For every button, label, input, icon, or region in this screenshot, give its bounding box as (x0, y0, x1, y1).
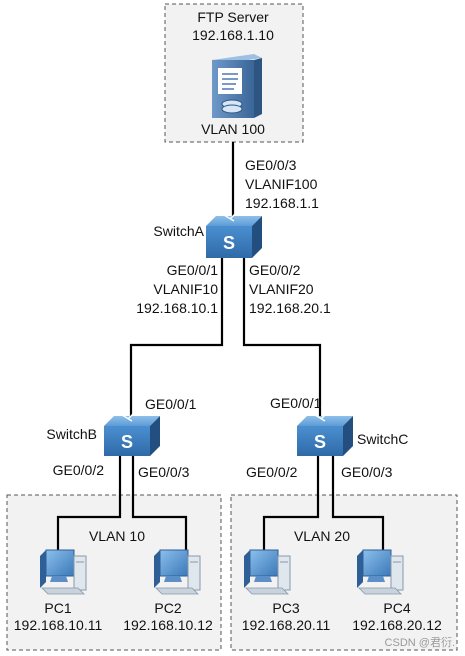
pc1-ip: 192.168.10.11 (14, 617, 103, 633)
svg-text:S: S (314, 432, 326, 452)
link-switchb-pc2 (131, 456, 188, 560)
switcha-left-vlanif: VLANIF10 (153, 281, 218, 297)
switcha-right-port: GE0/0/2 (249, 262, 301, 278)
pc4-ip: 192.168.20.12 (352, 617, 442, 633)
switch-icon: S (297, 412, 353, 456)
switchc-left-port: GE0/0/2 (246, 464, 298, 480)
server-name: FTP Server (197, 9, 269, 25)
ftp-server-icon (212, 54, 262, 118)
server-vlan-label: VLAN 100 (201, 121, 265, 137)
pc4-name: PC4 (383, 600, 410, 616)
switchb-left-port: GE0/0/2 (53, 462, 105, 478)
pc-icon (244, 549, 291, 595)
switchb-up-port: GE0/0/1 (145, 396, 197, 412)
pc2-name: PC2 (154, 600, 181, 616)
pc-icon (154, 549, 201, 595)
switchb-name: SwitchB (46, 426, 97, 442)
link-switcha-switchc (242, 258, 322, 416)
switcha-right-vlanif: VLANIF20 (249, 281, 314, 297)
pc-icon (40, 549, 87, 595)
switcha-left-port: GE0/0/1 (167, 262, 219, 278)
pc2-ip: 192.168.10.12 (123, 617, 213, 633)
link-switcha-switchb (129, 258, 224, 416)
switcha-left-ip: 192.168.10.1 (136, 300, 218, 316)
pc3-name: PC3 (272, 600, 299, 616)
pc1-name: PC1 (44, 600, 71, 616)
vlan10-label: VLAN 10 (89, 528, 145, 544)
svg-text:S: S (223, 233, 235, 253)
server-ip: 192.168.1.10 (192, 27, 274, 43)
switchc-up-port: GE0/0/1 (270, 395, 322, 411)
switch-icon: S (206, 212, 262, 258)
link-switchb-pc1 (56, 456, 122, 560)
vlan20-label: VLAN 20 (294, 528, 350, 544)
switcha-up-vlanif: VLANIF100 (245, 176, 318, 192)
svg-text:S: S (121, 432, 133, 452)
switcha-right-ip: 192.168.20.1 (249, 300, 331, 316)
switchc-name: SwitchC (357, 431, 408, 447)
pc3-ip: 192.168.20.11 (242, 617, 331, 633)
link-switchc-pc4 (331, 456, 385, 560)
link-switchc-pc3 (262, 456, 320, 560)
switch-icon: S (104, 412, 160, 456)
watermark: CSDN @君衍. (385, 635, 455, 649)
switcha-name: SwitchA (153, 223, 204, 239)
switchc-right-port: GE0/0/3 (341, 464, 393, 480)
switchb-right-port: GE0/0/3 (138, 464, 190, 480)
switcha-up-port: GE0/0/3 (245, 157, 297, 173)
pc-icon (357, 549, 404, 595)
switcha-up-ip: 192.168.1.1 (245, 195, 319, 211)
